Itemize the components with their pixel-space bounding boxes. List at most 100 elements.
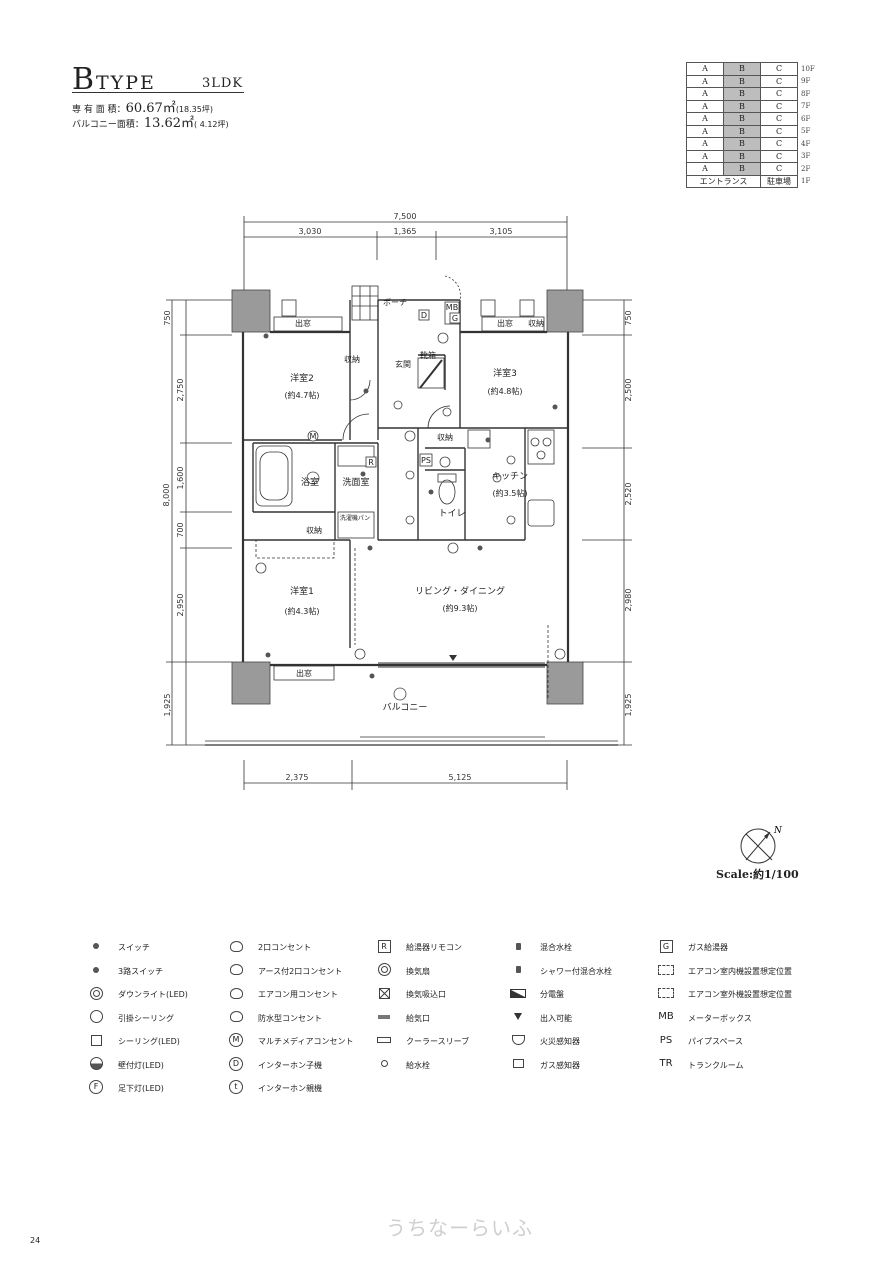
room-porch: ポーチ	[383, 298, 407, 307]
multimedia-outlet-2	[255, 562, 267, 574]
balcony-row: バルコニー面積：13.62㎡( 4.12坪)	[72, 112, 229, 131]
type-letter: B	[72, 62, 96, 97]
legend-circle-D-icon: D	[228, 1056, 244, 1071]
legend-label: スイッチ	[118, 943, 150, 952]
legend-label: 換気扇	[406, 966, 430, 976]
unit-cell-b: B	[723, 99, 761, 113]
floor-label: 9F	[801, 77, 811, 86]
legend-square-R-icon: R	[376, 939, 392, 953]
multimedia-outlet-6	[554, 648, 566, 660]
storage-2: 収納	[437, 432, 453, 442]
floor-label: 7F	[801, 102, 811, 111]
balcony-tsubo: ( 4.12坪)	[194, 120, 229, 129]
floor-plan: 7,500 3,030 1,365 3,105 2,375 5,125 750 …	[162, 212, 633, 790]
unit-cell-b: B	[723, 87, 761, 101]
room-bath: 浴室	[301, 476, 319, 488]
north-letter: N	[773, 826, 782, 836]
legend-label: インターホン子機	[258, 1060, 322, 1070]
toilet-bowl	[438, 479, 456, 505]
kitchen-stove	[527, 429, 555, 465]
floor-label: 1F	[801, 177, 811, 186]
multimedia-outlet-4	[447, 542, 459, 554]
legend-label: 分電盤	[540, 990, 564, 999]
room-youshitsu3: 洋室3	[493, 367, 517, 379]
legend-label: 足下灯(LED)	[118, 1084, 164, 1093]
floor-label: 10F	[801, 64, 815, 73]
legend-ring-hook-icon	[88, 1010, 104, 1024]
legend-dash-box2-icon	[658, 986, 674, 1000]
bay-window-sw	[273, 665, 335, 681]
storage-1: 収納	[344, 354, 360, 364]
layout-label: 3LDK	[202, 76, 244, 91]
legend-label: マルチメディアコンセント	[258, 1037, 354, 1046]
bathtub	[255, 445, 293, 507]
column-ne	[546, 289, 584, 333]
page-number: 24	[30, 1236, 41, 1245]
area-row: 専 有 面 積：60.67㎡(18.35坪)	[72, 97, 213, 116]
dim-top-left: 3,030	[299, 227, 322, 236]
closet-room1	[255, 539, 335, 559]
legend-outlet-wp-icon	[228, 1010, 244, 1024]
floor-label: 5F	[801, 127, 811, 136]
legend-label: クーラースリーブ	[406, 1037, 470, 1046]
legend-label: ダウンライト(LED)	[118, 990, 188, 999]
floor-label: 6F	[801, 114, 811, 123]
unit-cell-b: B	[723, 74, 761, 88]
bay-window-label-3: 出窓	[296, 668, 312, 678]
legend-label: 給湯器リモコン	[406, 943, 462, 952]
room-genkan: 玄関	[395, 359, 411, 369]
title-underline	[72, 92, 244, 93]
entry-triangle	[449, 655, 457, 661]
floor-label: 3F	[801, 152, 811, 161]
legend-panel-icon	[510, 986, 526, 1000]
column-sw	[231, 661, 271, 705]
legend-label: エアコン室外機設置想定位置	[688, 990, 792, 999]
legend-label: 出入可能	[540, 1013, 572, 1023]
legend-label: 混合水栓	[540, 943, 572, 952]
dim-right-top: 750	[624, 310, 633, 325]
legend-square-icon	[88, 1033, 104, 1047]
dim-left-bottom: 1,925	[163, 694, 172, 717]
floor-label: 4F	[801, 139, 811, 148]
column-se	[546, 661, 584, 705]
dim-right-d2: 2,520	[624, 483, 633, 506]
legend-label: 引掛シーリング	[118, 1013, 174, 1023]
balcony-label: バルコニー面積：	[72, 120, 144, 130]
dim-bottom-right: 5,125	[449, 773, 472, 782]
dim-left-d1: 2,750	[176, 379, 185, 402]
balcony-value: 13.62㎡	[143, 116, 195, 131]
gas-heater-label: G	[452, 314, 458, 323]
legend-label: メーターボックス	[688, 1013, 752, 1023]
dim-right-d1: 2,500	[624, 379, 633, 402]
unit-cell-b: B	[723, 124, 761, 138]
bay-window-label-2: 出窓	[497, 318, 513, 328]
legend-label: 給水栓	[406, 1060, 430, 1070]
room-toilet: トイレ	[438, 509, 465, 519]
legend-circle-M-icon: M	[228, 1033, 244, 1047]
legend-label: エアコン用コンセント	[258, 990, 338, 999]
entrance-cell: エントランス	[686, 174, 761, 188]
legend-dash-box-icon	[658, 963, 674, 977]
legend-outlet-2-icon	[228, 939, 244, 953]
area-value: 60.67㎡	[125, 101, 176, 116]
unit-cell-b: B	[723, 62, 761, 76]
legend-label: ガス感知器	[540, 1060, 580, 1070]
legend-circle-F-icon: F	[88, 1080, 104, 1094]
legend-label: ガス給湯器	[688, 943, 728, 952]
dim-left-d3: 700	[176, 522, 185, 537]
floor-label: 2F	[801, 164, 811, 173]
dim-top-total: 7,500	[394, 212, 417, 221]
legend-text-PS-icon: PS	[659, 1034, 673, 1046]
multimedia-outlet-1	[307, 430, 319, 442]
shoe-box: 靴箱	[420, 350, 436, 360]
multimedia-outlet-5	[354, 648, 366, 660]
bay-window-nw	[273, 316, 343, 332]
room-youshitsu2: 洋室2	[290, 372, 314, 384]
type-word: TYPE	[96, 72, 156, 94]
room-youshitsu1: 洋室1	[290, 585, 314, 597]
room-living: リビング・ダイニング	[415, 585, 505, 597]
room-youshitsu3-size: (約4.8帖)	[488, 386, 523, 396]
legend-triangle-icon	[510, 1010, 526, 1024]
room-kitchen-size: (約3.5帖)	[493, 488, 528, 498]
